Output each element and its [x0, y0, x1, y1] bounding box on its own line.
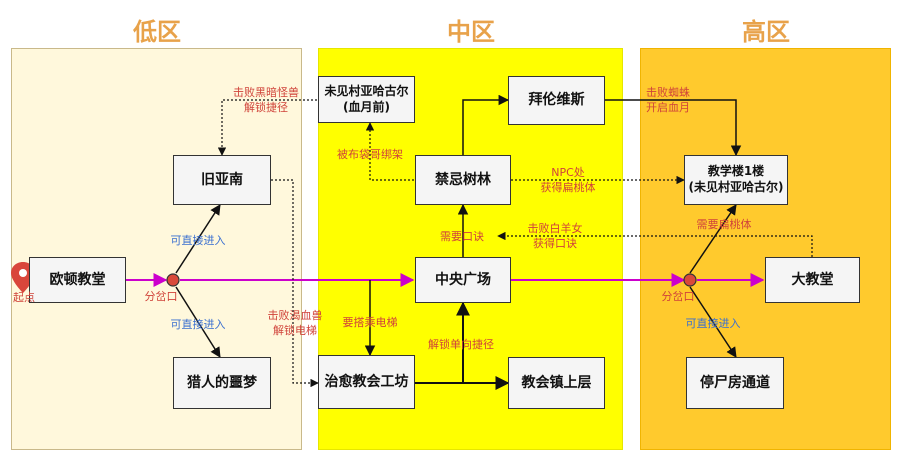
edge-branch-low-jiuyanan [175, 204, 221, 274]
node-tingshifang[interactable]: 停尸房通道 [686, 357, 784, 409]
edge-branch-low-lieren [175, 286, 221, 358]
zone-high [640, 48, 891, 450]
zone-title-high: 高区 [742, 18, 790, 46]
zone-title-low: 低区 [133, 18, 181, 46]
node-zhongyang-guangchang[interactable]: 中央广场 [415, 257, 511, 303]
node-bailunweisi[interactable]: 拜伦维斯 [508, 76, 605, 125]
label-start: 起点 [13, 291, 35, 304]
node-jiaohuizhen[interactable]: 教会镇上层 [508, 357, 605, 409]
label-npc-amulet: NPC处 获得扁桃体 [540, 166, 596, 194]
label-direct-up-low: 可直接进入 [170, 234, 226, 247]
node-dajiaotang[interactable]: 大教堂 [765, 257, 860, 303]
node-jiaoxuelou[interactable]: 教学楼1楼 (未见村亚哈古尔) [684, 155, 788, 205]
node-jiuyanan[interactable]: 旧亚南 [173, 155, 271, 205]
branch-dot-low [166, 273, 180, 287]
edge-bailunweisi-jiaoxuelou [605, 99, 742, 157]
label-need-elevator: 要搭乘电梯 [342, 316, 398, 329]
label-kidnapped: 被布袋哥绑架 [337, 148, 403, 161]
edge-branch-high-tingshi [689, 286, 737, 358]
label-defeat-blood-beast: 击败渴血兽 解锁电梯 [267, 309, 323, 337]
node-weijiancun[interactable]: 未见村亚哈古尔 (血月前) [318, 76, 415, 123]
edge-branch-high-jiaoxuelou [689, 204, 737, 274]
label-need-amulet: 需要扁桃体 [696, 218, 752, 231]
label-branch-low: 分岔口 [144, 290, 178, 303]
node-zhiyu-gongfang[interactable]: 治愈教会工坊 [318, 355, 415, 409]
label-defeat-spider: 击败蜘蛛 开启血月 [646, 86, 690, 114]
label-defeat-white-goat: 击败白羊女 获得口诀 [527, 222, 583, 250]
branch-dot-high [683, 273, 697, 287]
edge-jinji-weijiancun [365, 122, 418, 181]
edge-jinji-bailunweisi [462, 94, 510, 155]
label-defeat-dark-beast: 击败黑暗怪兽 解锁捷径 [233, 86, 299, 114]
node-lieren-mengyan[interactable]: 猎人的噩梦 [173, 357, 271, 409]
label-direct-down-low: 可直接进入 [170, 318, 226, 331]
edge-jiuyanan-zhiyu [271, 179, 319, 388]
label-unlock-oneway: 解锁单向捷径 [428, 338, 494, 351]
label-direct-down-high: 可直接进入 [685, 317, 741, 330]
zone-title-mid: 中区 [447, 18, 495, 46]
edge-dajiaotang-zhongyang [497, 231, 813, 257]
label-need-password: 需要口诀 [440, 230, 484, 243]
node-jinji-shulin[interactable]: 禁忌树林 [415, 155, 511, 205]
label-branch-high: 分岔口 [661, 290, 695, 303]
node-oudun[interactable]: 欧顿教堂 [29, 257, 126, 303]
